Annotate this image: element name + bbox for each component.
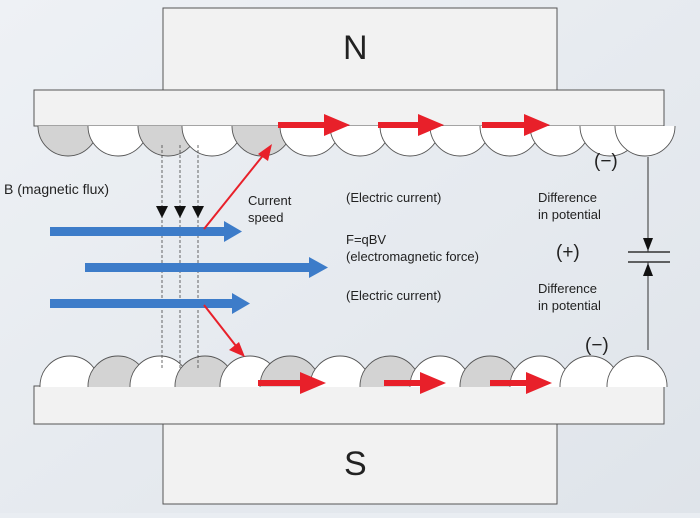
current-speed-arrowhead-down (229, 342, 245, 357)
magnetic-flux-label: B (magnetic flux) (4, 181, 110, 197)
electric-current-label-bottom: (Electric current) (346, 288, 442, 303)
current-arrow-bottom-3 (490, 372, 552, 394)
circuit-arrowhead-down (643, 238, 653, 251)
north-pole-label: N (343, 29, 368, 67)
flow-arrow-top (50, 221, 242, 242)
north-magnet (162, 7, 558, 91)
circuit-arrowhead-up (643, 263, 653, 276)
current-arrow-bottom-2 (384, 372, 446, 394)
potential-diff-top-line2: in potential (538, 207, 601, 222)
flow-arrow-middle (85, 257, 328, 278)
top-particle-9 (429, 126, 491, 157)
flux-arrowhead-3 (192, 206, 204, 218)
current-speed-arrowhead-up (258, 144, 272, 161)
flow-arrows (50, 221, 328, 314)
top-particle-4 (181, 126, 243, 157)
current-arrows-bottom (258, 372, 552, 394)
bottom-particle-13 (606, 355, 668, 387)
top-particle-row (37, 126, 676, 157)
top-electrode-plate (33, 89, 665, 127)
minus-sign-bottom: (−) (585, 335, 609, 356)
current-arrow-top-3 (482, 114, 550, 136)
current-arrows-top (278, 114, 550, 136)
plus-sign: (+) (556, 242, 580, 263)
south-magnet (162, 423, 558, 505)
flux-arrowhead-2 (174, 206, 186, 218)
flow-arrow-bottom (50, 293, 250, 314)
flux-arrowhead-1 (156, 206, 168, 218)
potential-diff-bottom-line1: Difference (538, 281, 598, 296)
current-speed-arrow-up (203, 152, 266, 230)
current-arrow-top-2 (378, 114, 444, 136)
current-speed-arrows (203, 152, 266, 347)
current-arrow-top-1 (278, 114, 350, 136)
south-pole-label: S (344, 445, 367, 483)
potential-diff-top-line1: Difference (538, 190, 598, 205)
current-speed-label-line2: speed (248, 210, 284, 225)
flux-lines (161, 145, 199, 370)
top-particle-7 (329, 126, 391, 157)
flux-arrowheads (156, 206, 204, 218)
top-particle-13 (614, 126, 676, 157)
current-speed-arrow-down (203, 304, 237, 347)
potential-circuit (628, 157, 670, 350)
top-particle-2 (87, 126, 149, 157)
minus-sign-top: (−) (594, 151, 618, 172)
potential-diff-bottom-line2: in potential (538, 298, 601, 313)
electric-current-label-top: (Electric current) (346, 190, 442, 205)
electromagnetic-force-label: (electromagnetic force) (346, 249, 479, 264)
top-particle-8 (379, 126, 441, 157)
current-arrow-bottom-1 (258, 372, 326, 394)
formula-label: F=qBV (346, 232, 387, 247)
top-particle-11 (529, 126, 591, 157)
current-speed-label-line1: Current (248, 193, 292, 208)
bottom-electrode-plate (33, 385, 665, 425)
top-particle-1 (37, 126, 99, 157)
